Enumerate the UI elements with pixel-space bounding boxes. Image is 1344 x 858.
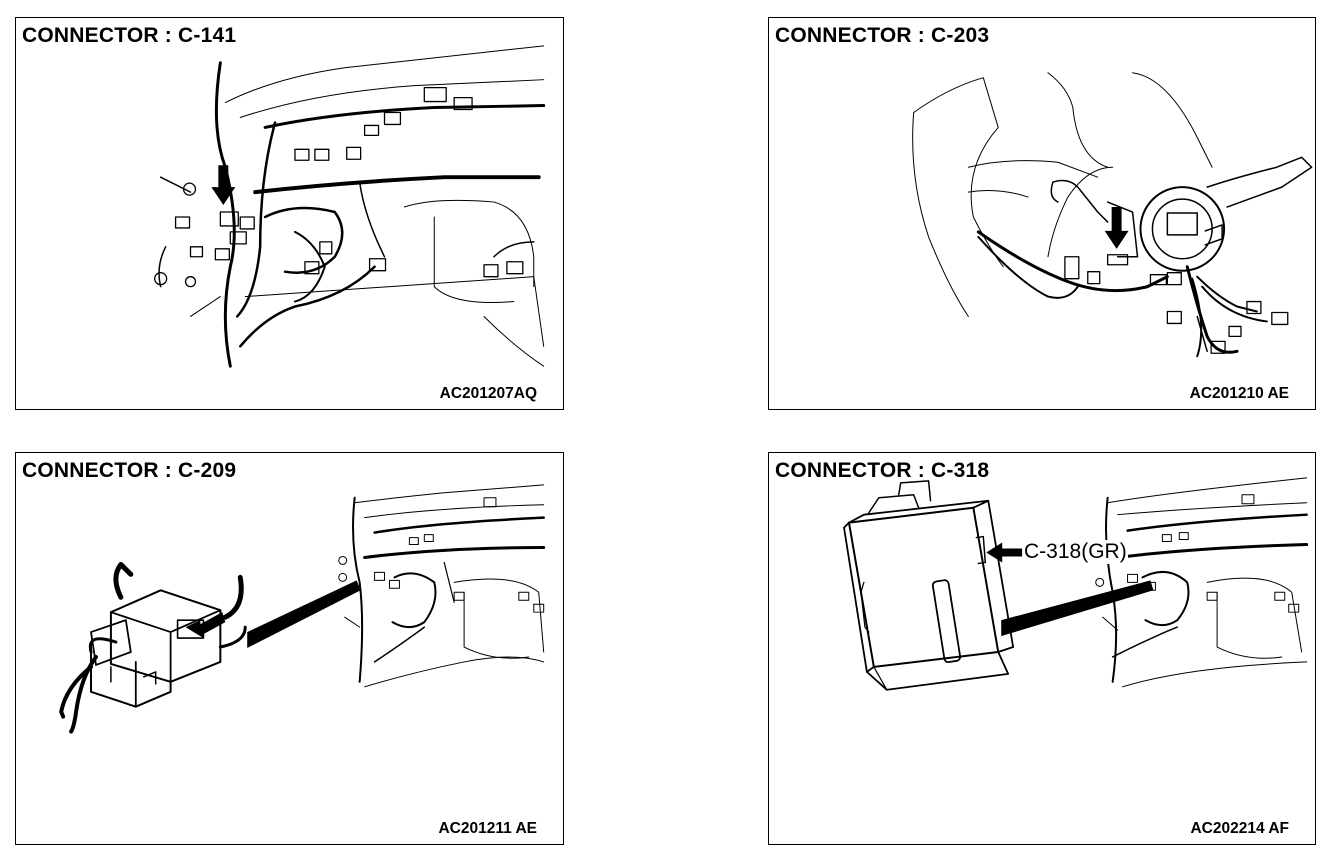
figure-code: AC201207AQ xyxy=(439,385,537,402)
panel-title: CONNECTOR : C-141 xyxy=(22,24,237,47)
panel-title: CONNECTOR : C-203 xyxy=(775,24,990,47)
connector-panel-c203: CONNECTOR : C-203 xyxy=(768,17,1316,410)
connector-panel-c318: CONNECTOR : C-318 xyxy=(768,452,1316,845)
connector-panel-c209: CONNECTOR : C-209 xyxy=(15,452,564,845)
figure-code: AC201211 AE xyxy=(438,820,537,837)
control-unit-illustration xyxy=(843,477,1309,691)
panel-title: CONNECTOR : C-209 xyxy=(22,459,237,482)
figure-code: AC202214 AF xyxy=(1190,820,1289,837)
panel-title: CONNECTOR : C-318 xyxy=(775,459,990,482)
dashboard-harness-illustration xyxy=(154,45,546,368)
connector-panel-c141: CONNECTOR : C-141 xyxy=(15,17,564,410)
figure-code: AC201210 AE xyxy=(1189,385,1289,402)
steering-column-illustration xyxy=(912,72,1313,358)
connector-callout-label: C-318(GR) xyxy=(1023,540,1128,564)
connector-closeup-illustration xyxy=(59,484,546,734)
